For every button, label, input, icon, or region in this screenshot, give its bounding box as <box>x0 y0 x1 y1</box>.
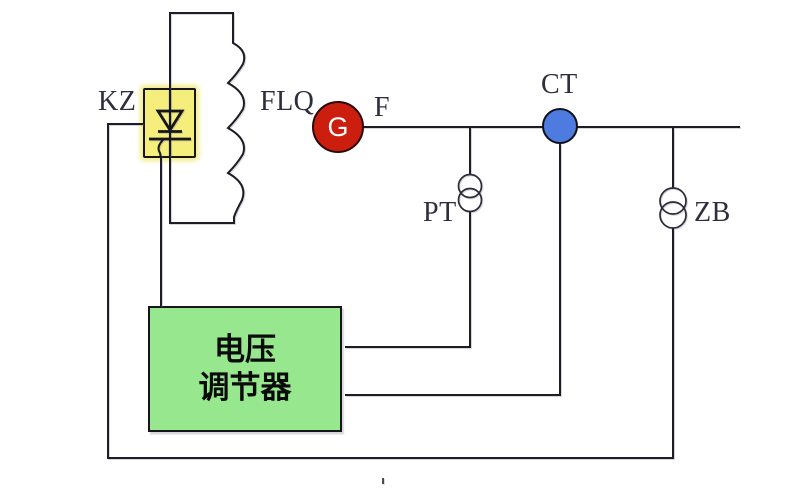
voltage-regulator-box: 电压 调节器 <box>148 306 342 432</box>
label-f: F <box>374 92 391 123</box>
voltage-regulator-label-line1: 电压 <box>214 332 276 368</box>
generator-letter: G <box>327 111 349 142</box>
zb-transformer-icon <box>659 187 687 229</box>
label-pt: PT <box>423 197 457 228</box>
zb-upper-circle <box>659 187 687 215</box>
zb-lower-circle <box>659 201 687 229</box>
label-zb: ZB <box>694 197 731 228</box>
label-flq: FLQ <box>260 86 315 117</box>
generator-node: G <box>312 101 364 153</box>
ct-node <box>542 108 578 144</box>
voltage-regulator-label-line2: 调节器 <box>198 370 292 405</box>
pt-to-regulator-wire <box>345 212 471 348</box>
thyristor-rectifier-box <box>143 88 196 158</box>
pt-transformer-icon <box>457 173 483 213</box>
label-kz: KZ <box>98 86 137 117</box>
pt-upper-circle <box>457 173 483 199</box>
pt-lower-circle <box>457 187 483 213</box>
label-ct: CT <box>541 69 578 100</box>
ct-to-regulator-wire <box>345 144 561 396</box>
